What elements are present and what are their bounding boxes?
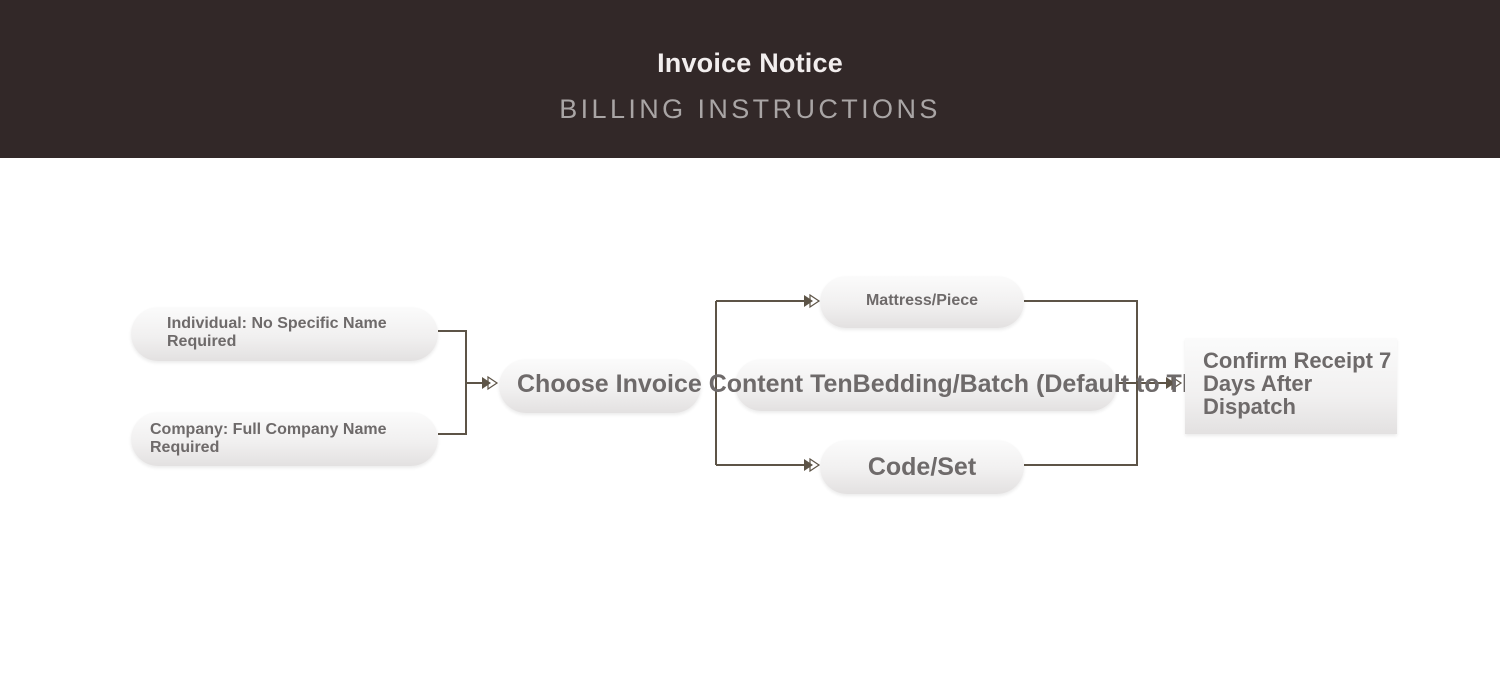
node-individual: Individual: No Specific Name Required (131, 307, 438, 361)
node-confirm-label: Confirm Receipt 7 Days After Dispatch (1203, 348, 1392, 419)
node-code-label: Code/Set (867, 453, 977, 481)
node-company-label: Company: Full Company Name Required (150, 421, 387, 456)
page-header: Invoice Notice BILLING INSTRUCTIONS (0, 0, 1500, 158)
arrow-to-choose-icon (482, 377, 491, 389)
arrow-to-confirm-2-icon (1171, 375, 1183, 391)
node-individual-label: Individual: No Specific Name Required (167, 315, 387, 350)
flow-diagram: Individual: No Specific Name Required Co… (0, 158, 1500, 682)
connector-individual (438, 330, 467, 434)
node-choose-back (735, 359, 1117, 411)
page-subtitle: BILLING INSTRUCTIONS (559, 94, 941, 124)
node-code: Code/Set (820, 440, 1024, 494)
arrow-to-choose-2-icon (487, 375, 499, 391)
connector-company (438, 383, 467, 435)
node-choose-label: Choose Invoice Content TenBedding/Batch … (517, 370, 1285, 398)
connector-lines (438, 293, 1183, 473)
arrow-to-code-icon (804, 459, 813, 471)
page-title: Invoice Notice (657, 48, 843, 78)
node-choose (499, 359, 701, 413)
arrow-to-code-2-icon (809, 457, 821, 473)
arrow-to-mattress-icon (804, 295, 813, 307)
node-mattress-label: Mattress/Piece (865, 292, 979, 309)
arrow-to-mattress-2-icon (809, 293, 821, 309)
node-mattress: Mattress/Piece (820, 276, 1024, 328)
arrow-to-confirm-icon (1166, 377, 1175, 389)
node-company: Company: Full Company Name Required (131, 412, 438, 466)
node-confirm: Confirm Receipt 7 Days After Dispatch (1185, 338, 1397, 434)
